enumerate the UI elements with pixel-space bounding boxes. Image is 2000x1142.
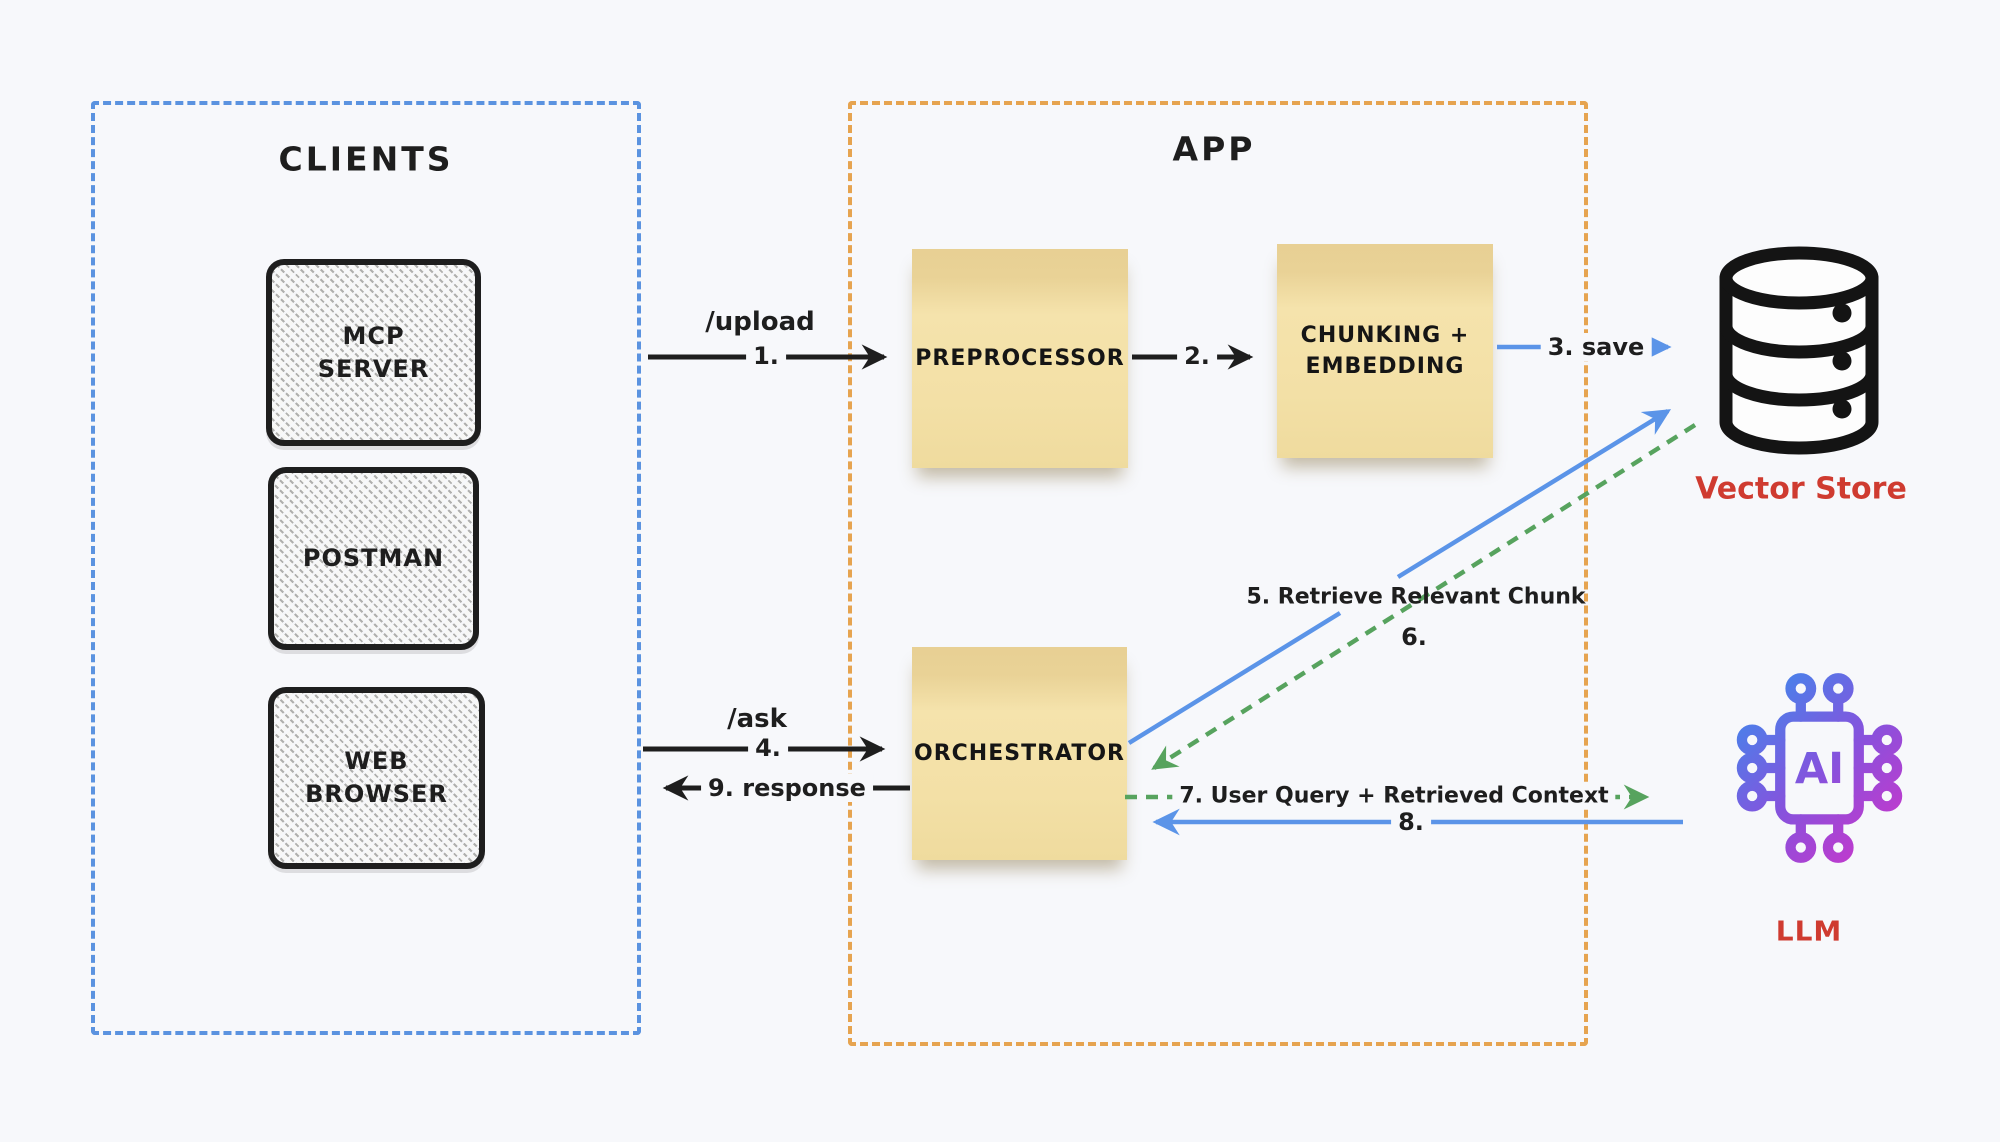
ai-chip-icon: AI — [1736, 673, 1903, 863]
step-6-label: 6. — [1394, 623, 1434, 651]
app-group-title: APP — [1172, 129, 1256, 169]
box-label-line: POSTMAN — [302, 544, 445, 572]
note-label-line: PREPROCESSOR — [915, 346, 1125, 371]
app-group-frame — [848, 101, 1588, 1046]
step-1-label: 1. — [746, 342, 786, 370]
ask-route-label: /ask — [727, 704, 787, 734]
note-orchestrator: ORCHESTRATOR — [912, 647, 1127, 860]
client-box-postman: POSTMAN — [268, 467, 479, 650]
upload-route-label: /upload — [705, 307, 815, 337]
client-box-web-browser: WEB BROWSER — [268, 687, 485, 869]
box-label-line: SERVER — [317, 354, 430, 383]
database-icon — [1719, 246, 1879, 455]
llm-label: LLM — [1775, 914, 1843, 948]
step-3-save-label: 3. save — [1540, 333, 1652, 361]
box-label-line: WEB — [344, 747, 409, 775]
step-5-retrieve-label: 5. Retrieve Relevant Chunk — [1246, 584, 1586, 610]
step-9-response-label: 9. response — [701, 774, 873, 802]
note-label-line: ORCHESTRATOR — [914, 741, 1125, 766]
ai-chip-text: AI — [1795, 744, 1844, 794]
step-2-label: 2. — [1177, 342, 1217, 370]
note-preprocessor: PREPROCESSOR — [912, 249, 1128, 468]
box-label-line: MCP — [342, 321, 405, 350]
step-7-user-query-label: 7. User Query + Retrieved Context — [1172, 783, 1616, 809]
clients-group-frame — [91, 101, 641, 1035]
client-box-mcp-server: MCP SERVER — [266, 259, 481, 446]
note-label-line: EMBEDDING — [1305, 354, 1465, 379]
step-4-label: 4. — [748, 734, 788, 762]
step-8-label: 8. — [1391, 808, 1431, 836]
vector-store-label: Vector Store — [1695, 471, 1907, 507]
note-chunking-embedding: CHUNKING + EMBEDDING — [1277, 244, 1493, 458]
box-label-line: BROWSER — [305, 780, 448, 808]
note-label-line: CHUNKING + — [1300, 323, 1470, 348]
clients-group-title: CLIENTS — [278, 139, 454, 179]
